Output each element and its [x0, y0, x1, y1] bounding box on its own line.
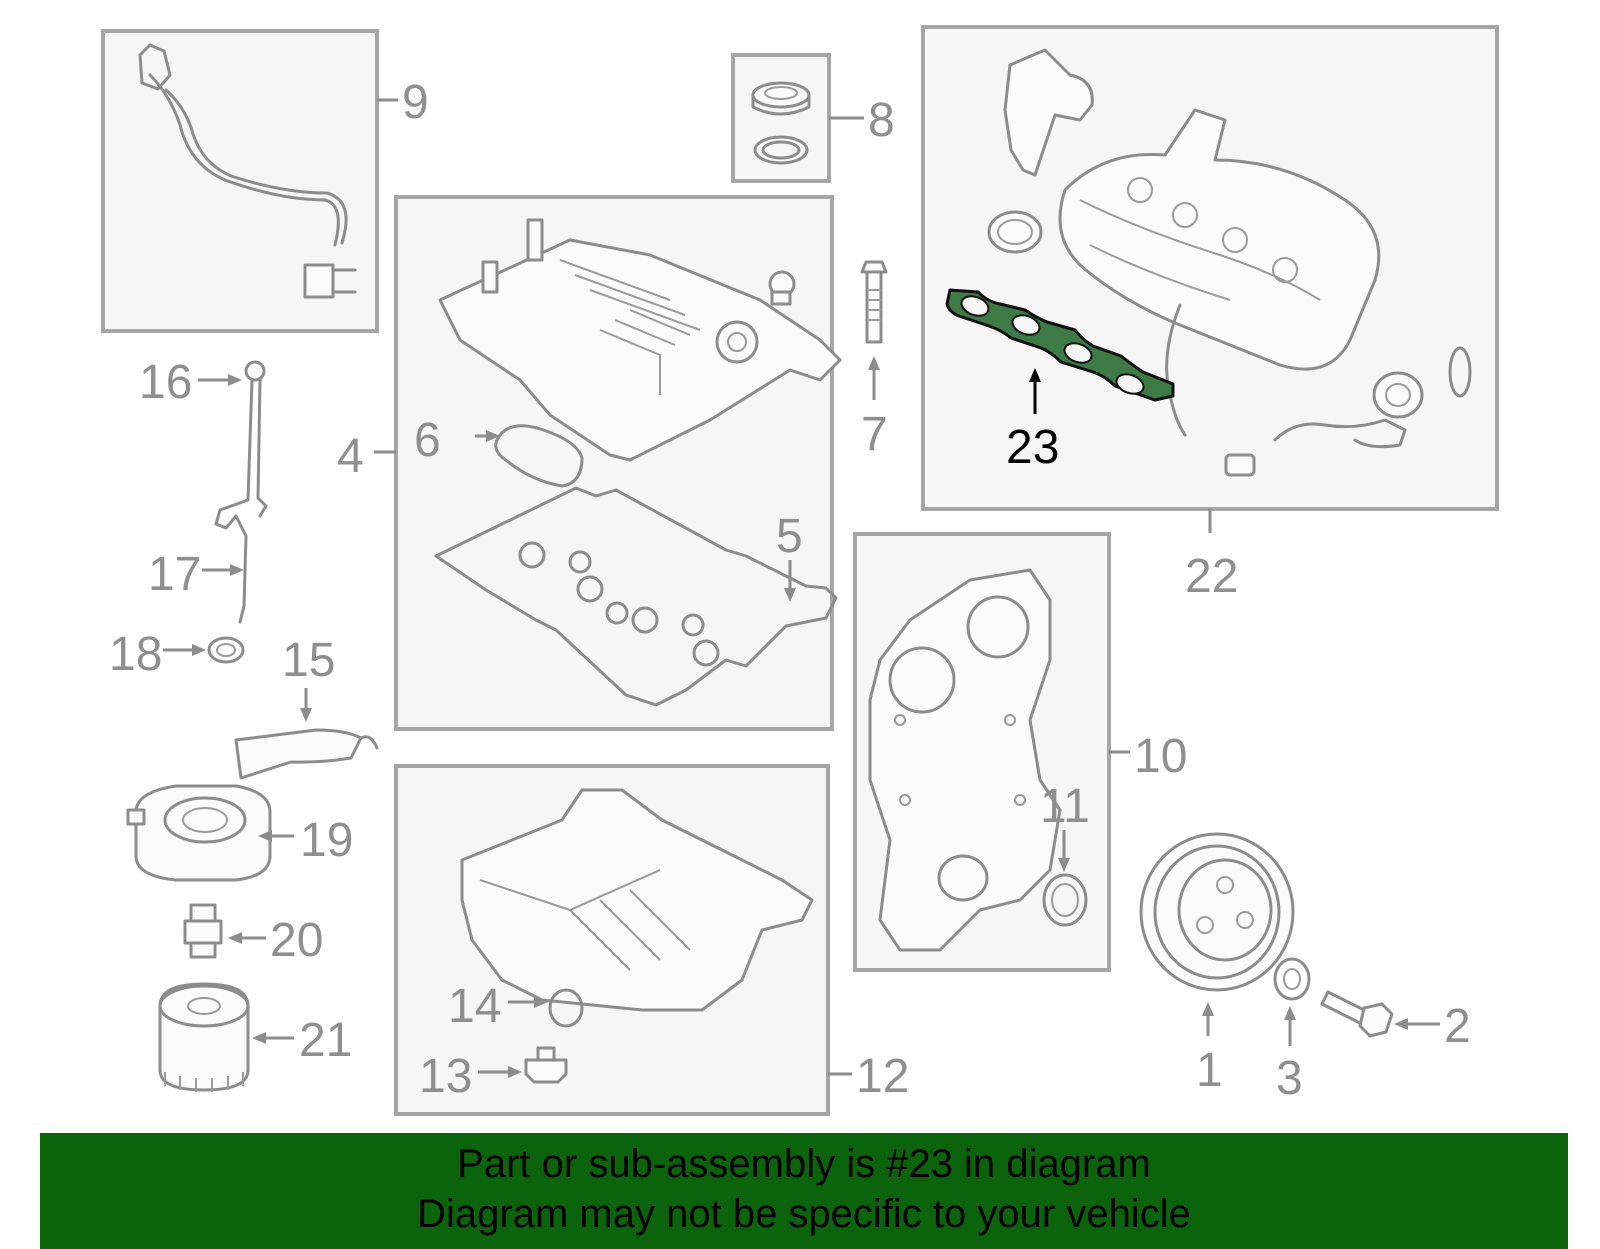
seal-11-part — [1042, 873, 1088, 927]
gasket-6-part — [494, 424, 584, 488]
group-box-4: 6 5 4 — [337, 195, 842, 731]
crankshaft-pulley-part — [1139, 832, 1295, 992]
callout-8: 8 — [868, 94, 895, 147]
intake-manifold-gasket-part-23[interactable] — [945, 288, 1175, 402]
callout-12: 12 — [856, 1050, 909, 1103]
valve-cover-part — [438, 218, 842, 462]
sealant-tube-part — [234, 728, 379, 780]
oil-pan-part — [460, 788, 814, 1028]
callout-11: 11 — [1040, 780, 1090, 833]
oil-cooler-part — [126, 784, 272, 882]
callout-19: 19 — [300, 814, 353, 867]
callout-1: 1 — [1196, 1044, 1223, 1097]
pcv-hose-part — [138, 43, 357, 299]
dipstick-part — [214, 360, 268, 624]
group-box-9: 9 — [101, 29, 429, 333]
callout-16: 16 — [139, 356, 192, 409]
drain-plug-13-part — [524, 1046, 568, 1084]
group-box-22: 23 22 — [921, 25, 1499, 603]
oil-filter-part — [158, 982, 250, 1092]
oring-18-part — [207, 636, 245, 664]
callout-2: 2 — [1444, 1000, 1471, 1053]
connector-20-part — [183, 903, 223, 959]
callout-13: 13 — [419, 1050, 472, 1103]
group-box-8: 8 — [731, 53, 895, 183]
timing-cover-part — [868, 568, 1062, 952]
callout-7: 7 — [861, 408, 888, 461]
oil-filler-cap-part — [751, 81, 811, 165]
callout-22: 22 — [1185, 550, 1238, 603]
group-box-12: 14 13 12 — [394, 764, 909, 1116]
callout-4: 4 — [337, 430, 364, 483]
intake-manifold-part — [987, 48, 1472, 477]
valve-cover-gasket-part — [434, 486, 838, 707]
banner-line-2: Diagram may not be specific to your vehi… — [417, 1192, 1191, 1236]
group-box-10: 11 10 — [853, 532, 1187, 972]
callout-5: 5 — [776, 510, 803, 563]
bolt-7-part — [860, 260, 888, 344]
callout-23: 23 — [1006, 421, 1059, 474]
callout-17: 17 — [148, 548, 201, 601]
callout-3: 3 — [1276, 1052, 1303, 1105]
callout-20: 20 — [270, 914, 323, 967]
callout-14: 14 — [448, 980, 501, 1033]
callout-18: 18 — [109, 628, 162, 681]
callout-6: 6 — [414, 414, 441, 467]
callout-9: 9 — [402, 76, 429, 129]
bolt-2-part — [1320, 990, 1394, 1038]
washer-3-part — [1273, 957, 1311, 1001]
callout-21: 21 — [299, 1014, 352, 1067]
info-banner: Part or sub-assembly is #23 in diagram D… — [40, 1133, 1568, 1249]
callout-15: 15 — [282, 634, 335, 687]
callout-10: 10 — [1134, 730, 1187, 783]
banner-line-1: Part or sub-assembly is #23 in diagram — [457, 1142, 1151, 1186]
